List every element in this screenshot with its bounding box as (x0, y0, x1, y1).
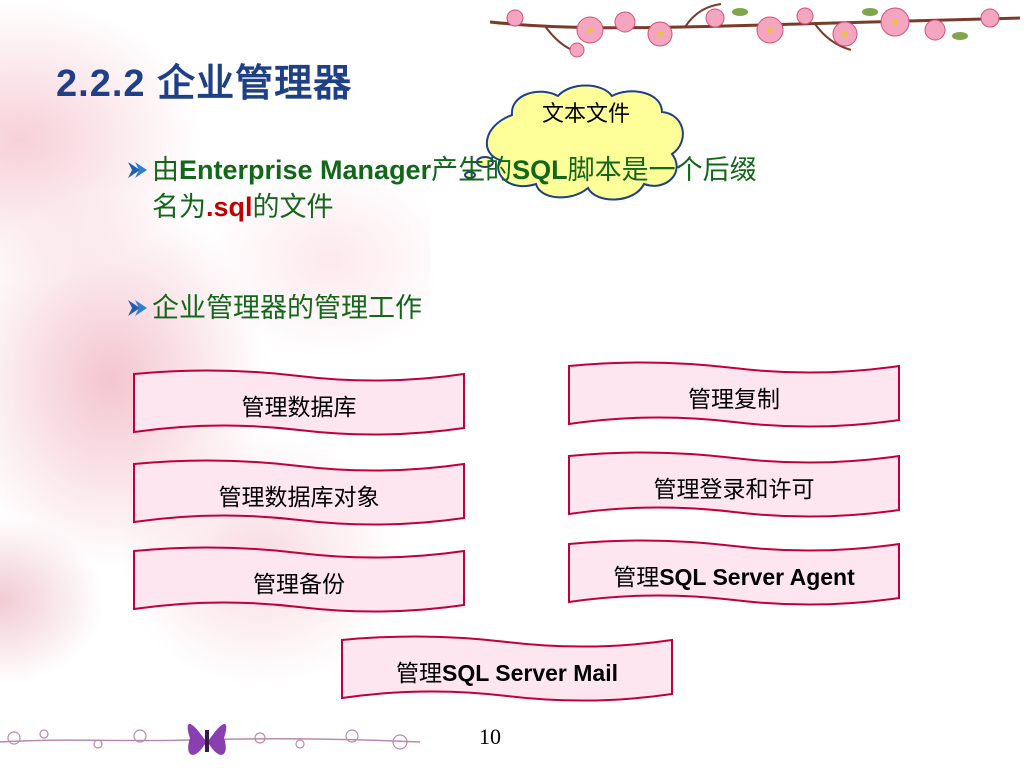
task-manage-agent-cn: 管理 (613, 565, 660, 591)
task-manage-agent-en: SQL Server Agent (659, 564, 855, 590)
bullet1-text-d: SQL (512, 155, 568, 185)
task-manage-mail-label: 管理SQL Server Mail (340, 654, 674, 688)
task-manage-backup: 管理备份 (132, 545, 466, 617)
bullet1-text-h: 的文件 (252, 192, 334, 223)
page-number: 10 (479, 724, 501, 749)
task-manage-db-objects-label: 管理数据库对象 (218, 485, 380, 511)
bullet1-text-a: 由 (152, 155, 179, 186)
task-manage-mail-en: SQL Server Mail (442, 660, 618, 686)
bullet1-text-g: .sql (206, 192, 253, 222)
callout-cloud (464, 84, 684, 201)
callout-text: 文本文件 (541, 102, 630, 127)
task-manage-logins-label: 管理登录和许可 (653, 477, 815, 503)
butterfly-vine-icon (0, 724, 421, 755)
task-manage-agent-label: 管理SQL Server Agent (567, 558, 901, 592)
bullet1-text-b: Enterprise Manager (179, 155, 432, 185)
task-manage-logins: 管理登录和许可 (567, 450, 901, 522)
cherry-blossom-branch-icon (489, 3, 1021, 58)
bullet2-text: 企业管理器的管理工作 (152, 293, 422, 324)
bullet1-line2: 名为.sql的文件 (126, 189, 926, 226)
arrow-bullet-icon (128, 300, 147, 316)
arrow-bullet-icon (128, 162, 147, 178)
slide-title: 2.2.2 企业管理器 (56, 63, 353, 105)
bullet1-text-f: 名为 (152, 192, 206, 223)
task-manage-replication: 管理复制 (567, 360, 901, 432)
task-manage-backup-label: 管理备份 (253, 572, 345, 598)
task-manage-agent: 管理SQL Server Agent (567, 538, 901, 610)
butterfly-icon (187, 724, 227, 755)
bullet1-text-e: 脚本是一个后缀 (567, 155, 757, 186)
task-manage-replication-label: 管理复制 (688, 387, 780, 413)
bullet-sql-script: 由Enterprise Manager产生的SQL脚本是一个后缀 名为.sql的… (126, 152, 926, 226)
task-manage-db-objects: 管理数据库对象 (132, 458, 466, 530)
bullet-management-work: 企业管理器的管理工作 (126, 291, 422, 327)
task-manage-mail: 管理SQL Server Mail (340, 634, 674, 706)
task-manage-mail-cn: 管理 (396, 661, 442, 687)
bullet1-text-c: 产生的 (431, 155, 513, 186)
task-manage-database: 管理数据库 (132, 368, 466, 440)
task-manage-database-label: 管理数据库 (241, 395, 357, 421)
